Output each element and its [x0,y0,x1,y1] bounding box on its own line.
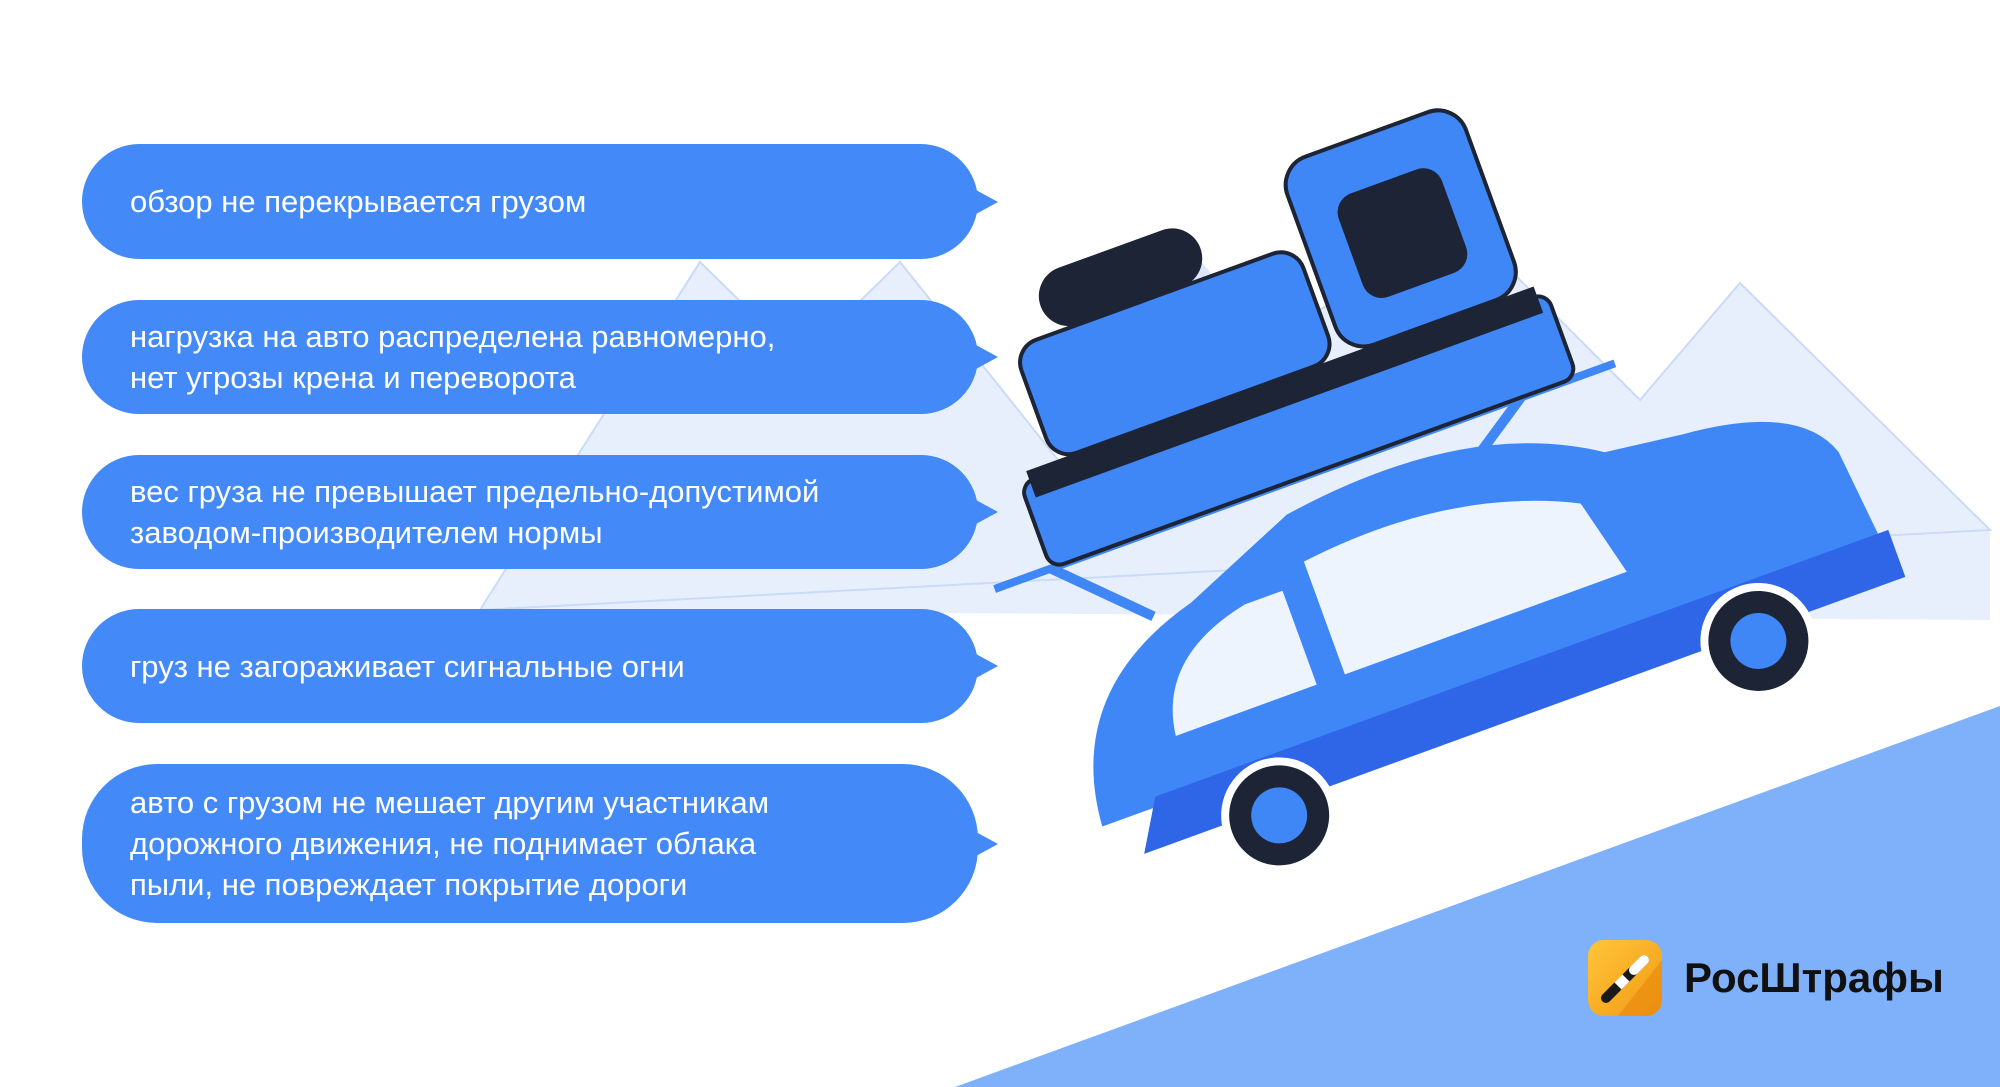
brand-name: РосШтрафы [1684,954,1944,1001]
item-text-line: обзор не перекрывается грузом [130,184,587,219]
checklist-item-weight: вес груза не превышает предельно-допусти… [82,455,998,569]
item-text-line: груз не загораживает сигнальные огни [130,648,685,684]
checklist-item-view: обзор не перекрывается грузом [82,144,998,259]
road-slope [955,706,2000,1087]
barrier-icon [1588,940,1662,1016]
item-text-line: вес груза не превышает предельно-допусти… [130,474,820,509]
brand-logo: РосШтрафы [1588,940,1944,1016]
checklist-item-load-balance: нагрузка на авто распределена равномерно… [82,300,998,414]
item-text-line: нет угрозы крена и переворота [130,360,576,395]
checklist-item-traffic: авто с грузом не мешает другим участника… [82,764,998,923]
item-text-line: дорожного движения, не поднимает облака [130,826,757,861]
item-text-line: авто с грузом не мешает другим участника… [130,785,770,820]
item-text-line: заводом-производителем нормы [130,515,603,550]
car [993,108,1906,874]
item-text-line: пыли, не повреждает покрытие дороги [130,867,688,902]
checklist-item-lights: груз не загораживает сигнальные огни [82,609,998,723]
item-text-line: нагрузка на авто распределена равномерно… [130,319,776,354]
